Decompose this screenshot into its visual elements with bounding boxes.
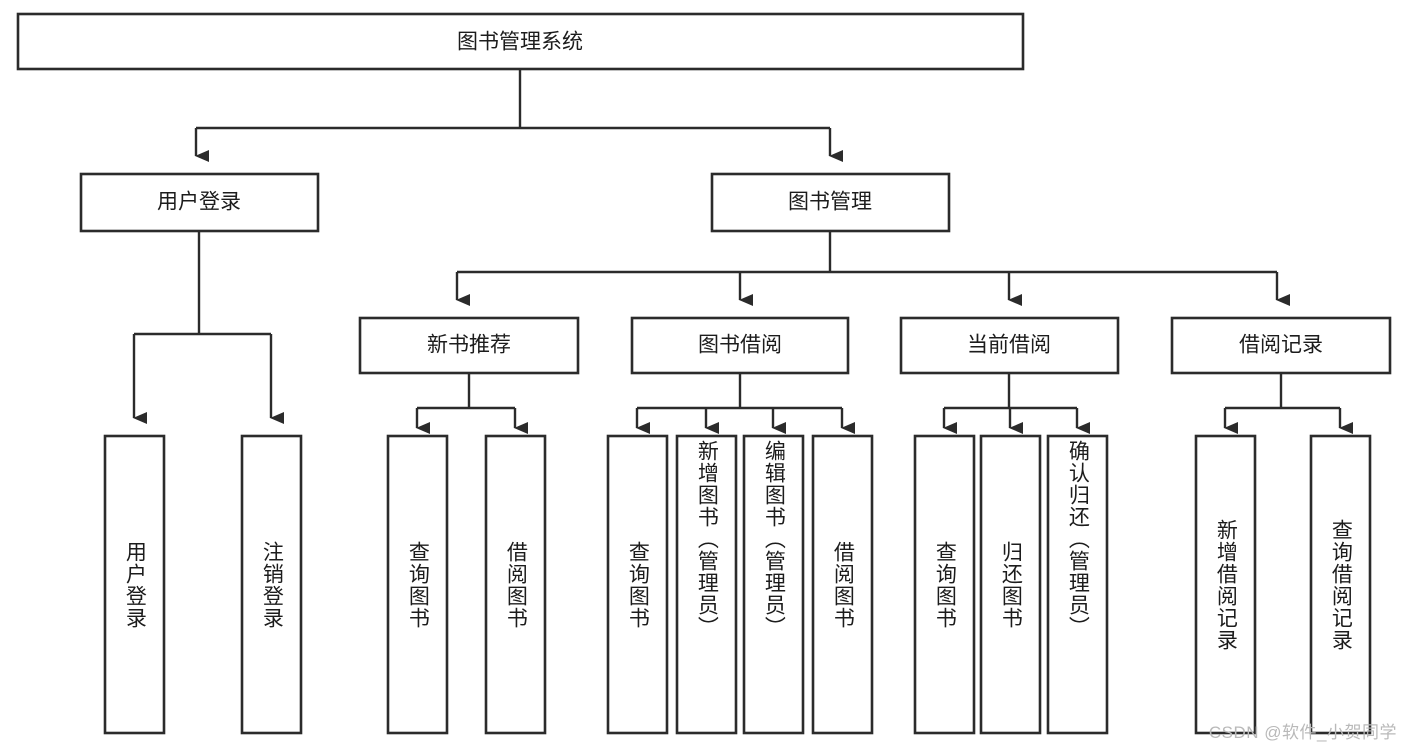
connector-root-to-level1 xyxy=(194,69,843,162)
node-new-book-recommend[interactable]: 新书推荐 xyxy=(358,316,580,375)
leaf-box-current-2[interactable] xyxy=(1046,434,1109,735)
leaf-box-user-login-0[interactable] xyxy=(103,434,166,735)
node-book-borrow[interactable]: 图书借阅 xyxy=(630,316,850,375)
node-user-login[interactable]: 用户登录 xyxy=(79,172,320,233)
node-root[interactable]: 图书管理系统 xyxy=(16,12,1025,71)
node-user-login-label: 用户登录 xyxy=(157,191,241,214)
leaf-box-borrow-2[interactable] xyxy=(742,434,805,735)
node-borrow-record[interactable]: 借阅记录 xyxy=(1170,316,1392,375)
connector-borrow-record-to-leaves xyxy=(1223,373,1353,434)
connector-current-borrow-to-leaves xyxy=(942,373,1090,434)
leaf-box-current-0[interactable] xyxy=(913,434,976,735)
node-root-label: 图书管理系统 xyxy=(457,31,583,54)
node-borrow-record-label: 借阅记录 xyxy=(1239,334,1323,357)
leaf-box-borrow-0[interactable] xyxy=(606,434,669,735)
connector-new-book-recommend-to-leaves xyxy=(415,373,528,434)
leaf-box-recommend-1[interactable] xyxy=(484,434,547,735)
node-new-book-recommend-label: 新书推荐 xyxy=(427,334,511,357)
connector-book-borrow-to-leaves xyxy=(635,373,855,434)
leaf-box-record-0[interactable] xyxy=(1194,434,1257,735)
node-book-management[interactable]: 图书管理 xyxy=(710,172,951,233)
connector-user-login-to-leaves xyxy=(132,231,284,424)
leaf-box-user-login-1[interactable] xyxy=(240,434,303,735)
leaf-box-borrow-3[interactable] xyxy=(811,434,874,735)
node-book-borrow-label: 图书借阅 xyxy=(698,334,782,357)
leaf-box-current-1[interactable] xyxy=(979,434,1042,735)
leaf-box-record-1[interactable] xyxy=(1309,434,1372,735)
node-book-management-label: 图书管理 xyxy=(788,191,872,214)
node-current-borrow-label: 当前借阅 xyxy=(967,334,1051,357)
connector-book-management-to-level2 xyxy=(455,231,1290,306)
watermark: CSDN @软件_小贺同学 xyxy=(1208,723,1397,742)
leaf-box-recommend-0[interactable] xyxy=(386,434,449,735)
leaf-box-borrow-1[interactable] xyxy=(675,434,738,735)
node-current-borrow[interactable]: 当前借阅 xyxy=(899,316,1120,375)
